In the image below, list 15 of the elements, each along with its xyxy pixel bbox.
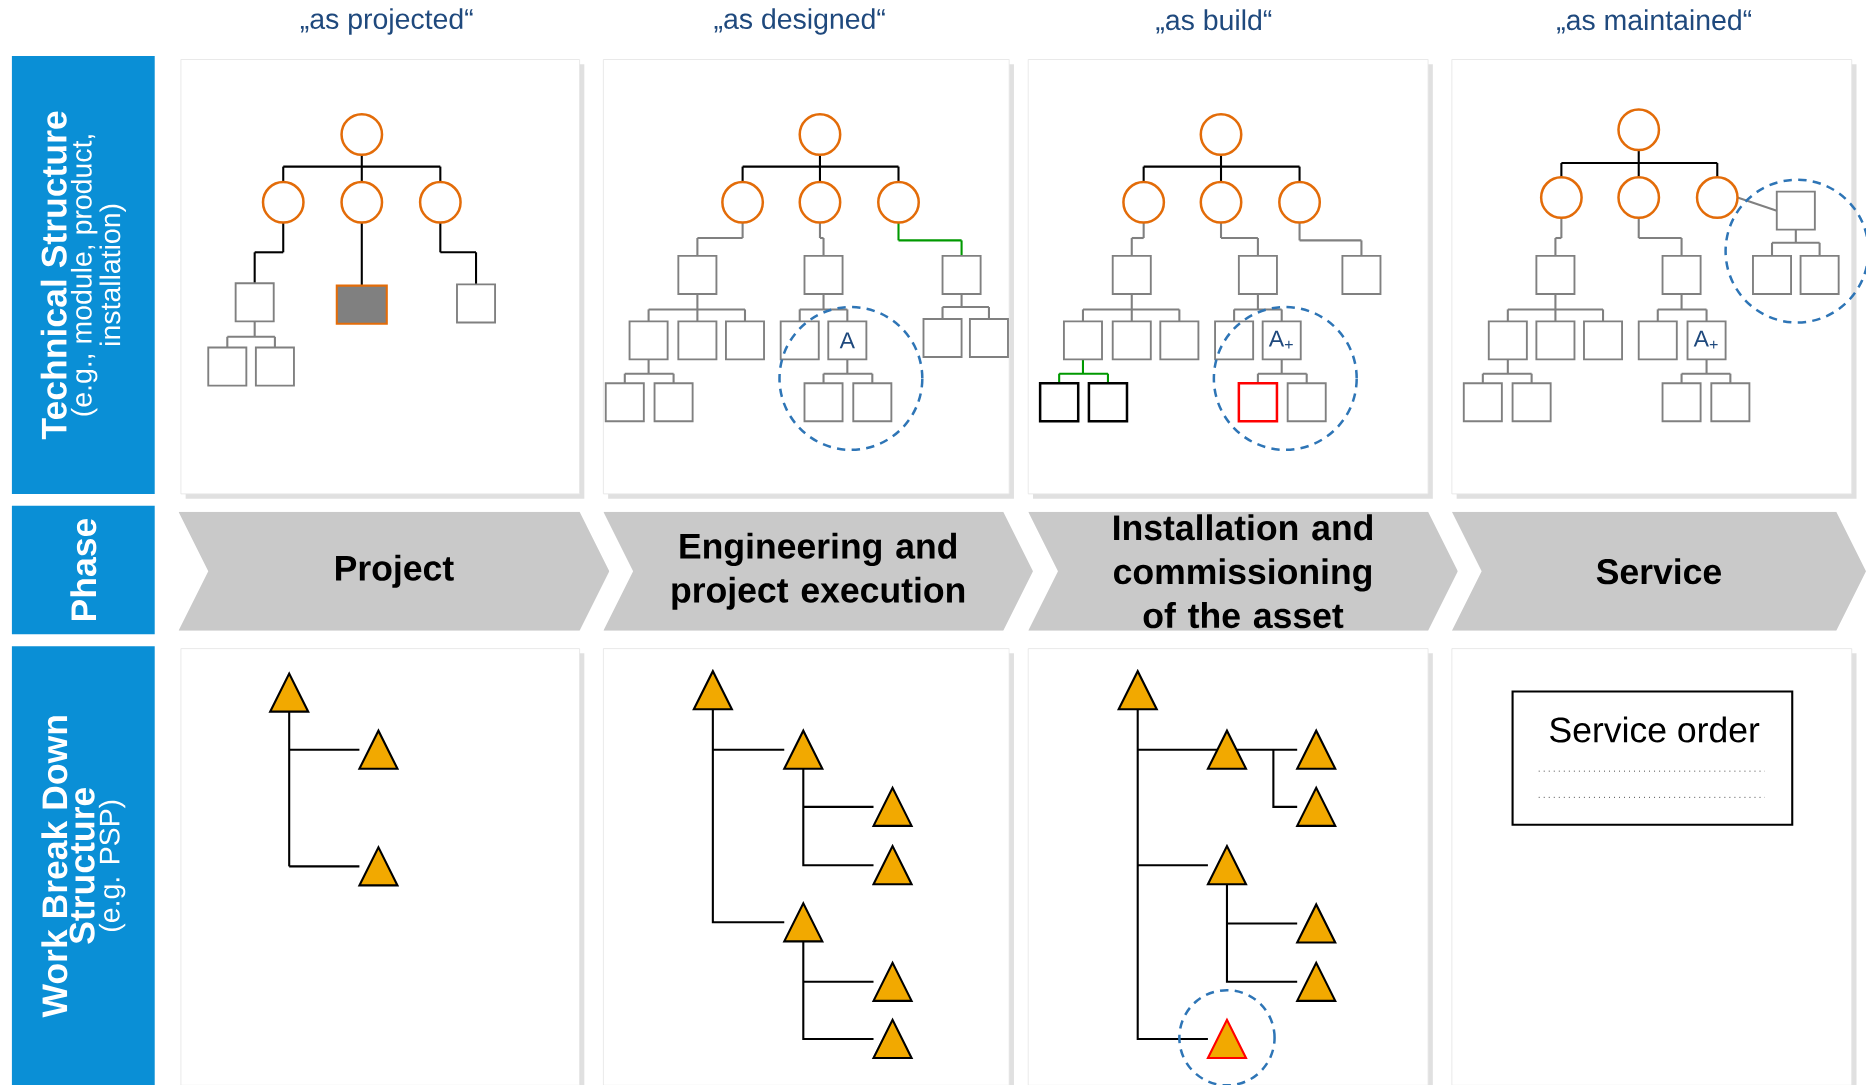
row-header: Technical Structure (e.g., module, product, installation): [11, 55, 155, 494]
column-heading: „as projected“: [300, 8, 473, 35]
phase-band: Service: [1451, 511, 1866, 631]
column-heading: „as designed“: [714, 8, 885, 35]
service-order-box: Service order: [1511, 690, 1794, 826]
box-label: A: [839, 332, 855, 349]
row-header: Work Break Down Structure (e.g. PSP): [11, 646, 155, 1085]
phase-band: Installation and commissioning of the asset: [1028, 511, 1458, 631]
row-header: Phase: [11, 505, 155, 635]
phase-band: Engineering and project execution: [603, 511, 1033, 631]
column-heading: „as build“: [1156, 9, 1272, 34]
box-label: A$_{+}$: [1268, 330, 1293, 349]
column-heading: „as maintained“: [1557, 9, 1752, 34]
box-label: A$_{+}$: [1693, 330, 1718, 349]
phase-band: Project: [178, 511, 610, 631]
